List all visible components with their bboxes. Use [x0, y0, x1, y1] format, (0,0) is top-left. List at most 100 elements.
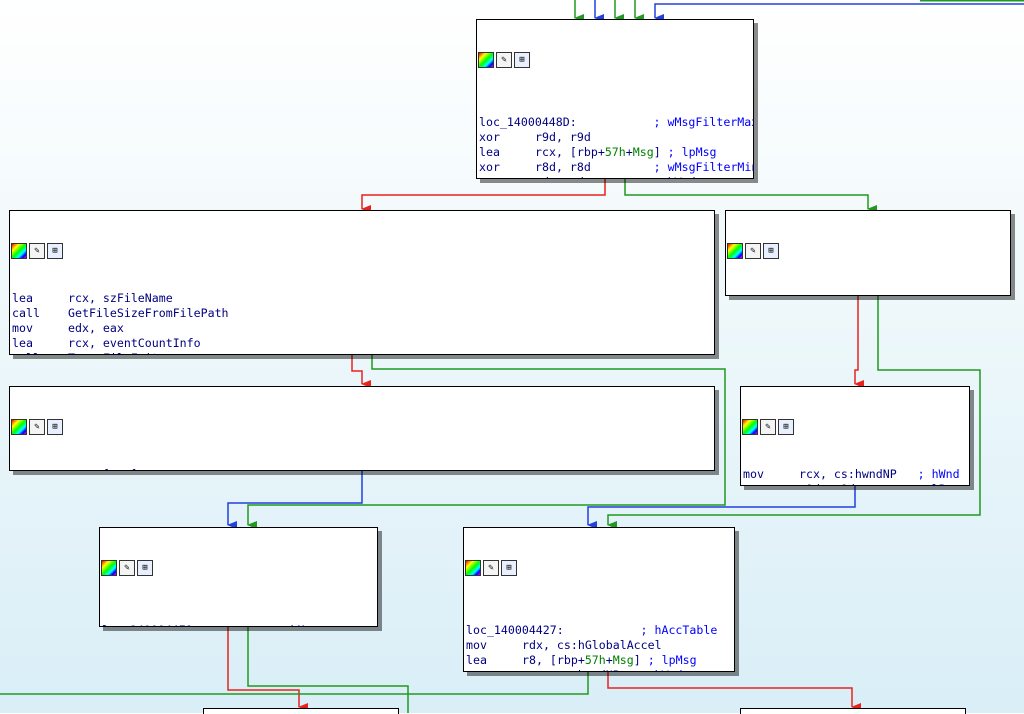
rename-icon[interactable]: ✎	[483, 560, 499, 576]
operand: r9d, r9d	[799, 482, 855, 486]
mnemonic: mov	[466, 638, 522, 653]
instruction-line: callGetFileSizeFromFilePath	[12, 306, 712, 321]
block-toolbar: ✎ ⊞	[100, 558, 377, 578]
block-toolbar: ✎ ⊞	[10, 241, 714, 261]
block-lines: loc_1400044E1: ; hMemmovrcx, cs:g_PageSe…	[100, 608, 377, 627]
color-icon[interactable]	[727, 243, 743, 259]
line-comment: ; hMem	[207, 623, 319, 627]
instruction-line: movedx, eax	[12, 321, 712, 336]
instruction-line: learcx, eventCountInfo	[12, 336, 712, 351]
edge-n1-n3	[625, 179, 868, 209]
block-toolbar: ✎ ⊞	[726, 241, 1010, 261]
graph-icon[interactable]: ⊞	[47, 243, 63, 259]
operand: rcx, cs:hwndNP	[799, 467, 897, 481]
operand: rcx, cs:hwndNP	[522, 668, 620, 672]
code-label: loc_140004427:	[466, 623, 564, 637]
instruction-line: callTraceFileExit	[12, 351, 712, 355]
graph-icon[interactable]: ⊞	[137, 560, 153, 576]
instruction-line: lear8, [rbp+57h+Msg] ; lpMsg	[466, 653, 732, 668]
block-toolbar: ✎ ⊞	[477, 50, 753, 70]
code-label: loc_14000448D:	[479, 115, 577, 129]
operand: rdx, cs:hGlobalAccel	[522, 638, 662, 652]
rename-icon[interactable]: ✎	[29, 419, 45, 435]
operand-number: Msg	[633, 145, 654, 159]
rename-icon[interactable]: ✎	[29, 243, 45, 259]
operand: edx, edx	[535, 175, 591, 179]
mnemonic: lea	[12, 336, 68, 351]
mnemonic: lea	[12, 291, 68, 306]
block-toolbar: ✎ ⊞	[464, 558, 734, 578]
mnemonic: mov	[12, 467, 68, 471]
instruction-line: xoredx, edx ; hWnd	[479, 175, 751, 179]
graph-icon[interactable]: ⊞	[514, 52, 530, 68]
line-comment: ; hWnd	[627, 668, 683, 672]
rename-icon[interactable]: ✎	[760, 419, 776, 435]
line-comment: ; wMsgFilterMin	[598, 160, 754, 174]
block-toolbar: ✎ ⊞	[10, 417, 714, 437]
operand-number: Msg	[613, 653, 634, 667]
graph-icon[interactable]: ⊞	[763, 243, 779, 259]
line-comment: ; wMsgFilterMax	[584, 115, 754, 129]
edge-n7-out-false	[608, 672, 852, 707]
color-icon[interactable]	[465, 560, 481, 576]
operand: rax, [rcx]	[68, 467, 138, 471]
graph-icon[interactable]: ⊞	[47, 419, 63, 435]
color-icon[interactable]	[11, 419, 27, 435]
instruction-line: movrcx, cs:hwndNP ; hWnd	[466, 668, 732, 672]
code-block-loc-140004427[interactable]: ✎ ⊞ loc_140004427: ; hAccTablemovrdx, cs…	[463, 527, 735, 672]
code-block-partial-right[interactable]	[740, 708, 966, 714]
rename-icon[interactable]: ✎	[496, 52, 512, 68]
block-lines: loc_14000448D: ; wMsgFilterMaxxorr9d, r9…	[477, 100, 753, 179]
code-block-post-message[interactable]: ✎ ⊞ movrcx, cs:hwndNP ; hWndxorr9d, r9d …	[740, 386, 970, 486]
instruction-line: movrdx, cs:hGlobalAccel	[466, 638, 732, 653]
block-lines: loc_140004409:cmp[rbp+57h+Msg.message], …	[726, 291, 1010, 296]
operand-number: 57h	[585, 653, 606, 667]
operand: +	[626, 145, 633, 159]
color-icon[interactable]	[478, 52, 494, 68]
instruction-line: movrax, [rcx]	[12, 467, 712, 471]
mnemonic: mov	[12, 321, 68, 336]
edge-n6-out-true	[248, 627, 408, 713]
block-lines: learcx, szFileNamecallGetFileSizeFromFil…	[10, 291, 714, 355]
color-icon[interactable]	[101, 560, 117, 576]
line-comment: ; lpMsg	[648, 653, 697, 667]
operand: rcx, szFileName	[68, 291, 173, 305]
graph-icon[interactable]: ⊞	[778, 419, 794, 435]
mnemonic: call	[12, 351, 68, 355]
blank-line	[102, 608, 375, 623]
edge-n6-out-false	[228, 627, 299, 707]
edge-n2-n4	[352, 355, 362, 384]
mnemonic: lea	[466, 653, 522, 668]
code-block-loc-14000448d[interactable]: ✎ ⊞ loc_14000448D: ; wMsgFilterMaxxorr9d…	[476, 19, 754, 179]
block-lines: movrcx, cs:hwndNP ; hWndxorr9d, r9d ; lP…	[741, 467, 969, 486]
edge-n1-n2	[362, 179, 605, 209]
blank-line	[728, 291, 1008, 296]
instruction-line: xorr8d, r8d ; wMsgFilterMin	[479, 160, 751, 175]
code-label-line: loc_1400044E1: ; hMem	[102, 623, 375, 627]
block-toolbar: ✎ ⊞	[741, 417, 969, 437]
instruction-line: xorr9d, r9d	[479, 130, 751, 145]
color-icon[interactable]	[742, 419, 758, 435]
mnemonic: mov	[466, 668, 522, 672]
rename-icon[interactable]: ✎	[745, 243, 761, 259]
code-block-loc-1400044e1[interactable]: ✎ ⊞ loc_1400044E1: ; hMemmovrcx, cs:g_Pa…	[99, 527, 378, 627]
line-comment: ; hAccTable	[571, 623, 718, 637]
operand: TraceFileExit	[68, 351, 159, 355]
operand: rcx, [rbp+	[535, 145, 605, 159]
color-icon[interactable]	[11, 243, 27, 259]
code-block-guard-dispatch[interactable]: ✎ ⊞ movrax, [rcx]movrax, [rax+10h]callcs…	[9, 386, 715, 471]
mnemonic: xor	[743, 482, 799, 486]
operand: ]	[654, 145, 661, 159]
mnemonic: xor	[479, 130, 535, 145]
graph-icon[interactable]: ⊞	[501, 560, 517, 576]
rename-icon[interactable]: ✎	[119, 560, 135, 576]
mnemonic: xor	[479, 160, 535, 175]
code-block-partial-left[interactable]	[203, 708, 399, 714]
line-comment: ; hWnd	[598, 175, 696, 179]
code-block-trace-file-exit[interactable]: ✎ ⊞ learcx, szFileNamecallGetFileSizeFro…	[9, 210, 715, 355]
operand: GetFileSizeFromFilePath	[68, 306, 229, 320]
operand-number: 57h	[605, 145, 626, 159]
instruction-line: learcx, szFileName	[12, 291, 712, 306]
edge-n3-n5	[855, 296, 858, 384]
code-block-loc-140004409[interactable]: ✎ ⊞ loc_140004409:cmp[rbp+57h+Msg.messag…	[725, 210, 1011, 296]
